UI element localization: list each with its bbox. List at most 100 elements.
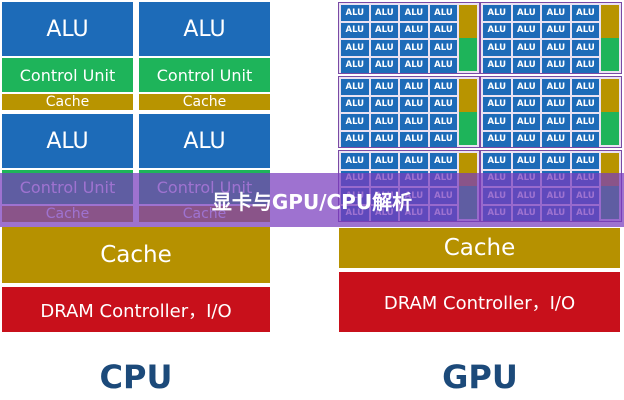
gpu-alu: ALU — [429, 22, 458, 38]
gpu-alu: ALU — [512, 153, 541, 169]
gpu-alu: ALU — [571, 96, 600, 112]
gpu-alu: ALU — [341, 57, 369, 73]
gpu-sm-control — [601, 79, 619, 145]
cpu-core-1: ALU Control Unit Cache — [2, 2, 133, 110]
cpu-title: CPU — [99, 358, 173, 396]
gpu-sm-control — [459, 79, 477, 145]
gpu-alu: ALU — [571, 5, 600, 21]
gpu-alu: ALU — [370, 40, 399, 56]
gpu-alu: ALU — [571, 57, 600, 73]
gpu-alu: ALU — [341, 131, 369, 147]
gpu-alu: ALU — [542, 79, 570, 95]
gpu-alu: ALU — [483, 96, 511, 112]
gpu-alu: ALU — [542, 22, 570, 38]
title-overlay-banner: 显卡与GPU/CPU解析 — [0, 173, 624, 227]
gpu-alu: ALU — [429, 40, 458, 56]
gpu-alu: ALU — [341, 114, 369, 130]
gpu-alu: ALU — [483, 114, 511, 130]
gpu-alu: ALU — [400, 96, 428, 112]
gpu-alu: ALU — [542, 96, 570, 112]
gpu-alu: ALU — [400, 57, 428, 73]
gpu-alu: ALU — [571, 114, 600, 130]
gpu-alu: ALU — [370, 79, 399, 95]
cpu-core-alu: ALU — [139, 2, 270, 56]
gpu-shared-cache: Cache — [339, 228, 620, 268]
gpu-alu: ALU — [341, 96, 369, 112]
gpu-sm-control-unit — [459, 112, 477, 145]
gpu-dram-controller: DRAM Controller，I/O — [339, 272, 620, 332]
gpu-sm-control-unit — [459, 38, 477, 71]
gpu-alu: ALU — [341, 5, 369, 21]
gpu-alu: ALU — [429, 114, 458, 130]
gpu-alu: ALU — [400, 131, 428, 147]
gpu-alu: ALU — [483, 40, 511, 56]
cpu-shared-cache: Cache — [2, 227, 270, 283]
gpu-alu: ALU — [341, 40, 369, 56]
gpu-alu: ALU — [512, 40, 541, 56]
gpu-alu: ALU — [370, 5, 399, 21]
gpu-alu: ALU — [571, 40, 600, 56]
cpu-core-alu: ALU — [2, 114, 133, 168]
gpu-alu: ALU — [512, 131, 541, 147]
cpu-dram-controller: DRAM Controller，I/O — [2, 287, 270, 332]
cpu-core-cache: Cache — [139, 94, 270, 110]
gpu-alu: ALU — [429, 131, 458, 147]
cpu-core-control-unit: Control Unit — [2, 58, 133, 92]
gpu-alu: ALU — [429, 153, 458, 169]
gpu-alu: ALU — [483, 153, 511, 169]
gpu-alu: ALU — [483, 5, 511, 21]
gpu-alu: ALU — [571, 131, 600, 147]
gpu-alu: ALU — [400, 22, 428, 38]
gpu-alu: ALU — [512, 22, 541, 38]
gpu-alu: ALU — [400, 114, 428, 130]
cpu-core-2: ALU Control Unit Cache — [139, 2, 270, 110]
gpu-alu: ALU — [512, 5, 541, 21]
gpu-alu: ALU — [341, 79, 369, 95]
gpu-alu: ALU — [571, 79, 600, 95]
cpu-core-cache: Cache — [2, 94, 133, 110]
gpu-alu: ALU — [512, 79, 541, 95]
cpu-core-alu: ALU — [139, 114, 270, 168]
gpu-alu: ALU — [370, 57, 399, 73]
gpu-sm-control — [459, 5, 477, 71]
gpu-alu: ALU — [429, 79, 458, 95]
gpu-alu: ALU — [400, 5, 428, 21]
overlay-title: 显卡与GPU/CPU解析 — [211, 189, 413, 214]
gpu-sm-cache — [601, 5, 619, 38]
gpu-alu: ALU — [542, 153, 570, 169]
gpu-alu: ALU — [400, 153, 428, 169]
gpu-sm-control-unit — [601, 38, 619, 71]
gpu-alu: ALU — [341, 22, 369, 38]
gpu-alu: ALU — [429, 96, 458, 112]
gpu-alu: ALU — [429, 5, 458, 21]
gpu-alu: ALU — [370, 114, 399, 130]
gpu-alu: ALU — [483, 131, 511, 147]
gpu-alu: ALU — [483, 57, 511, 73]
gpu-alu: ALU — [542, 5, 570, 21]
gpu-alu: ALU — [512, 114, 541, 130]
gpu-sm-cache — [459, 5, 477, 38]
gpu-alu: ALU — [542, 131, 570, 147]
gpu-alu: ALU — [370, 22, 399, 38]
gpu-sm-control — [601, 5, 619, 71]
gpu-alu: ALU — [542, 40, 570, 56]
gpu-alu: ALU — [571, 22, 600, 38]
gpu-alu: ALU — [512, 57, 541, 73]
cpu-core-control-unit: Control Unit — [139, 58, 270, 92]
gpu-alu: ALU — [429, 57, 458, 73]
gpu-title: GPU — [442, 358, 518, 396]
gpu-alu: ALU — [370, 131, 399, 147]
gpu-sm-cache — [459, 79, 477, 112]
gpu-alu: ALU — [542, 57, 570, 73]
gpu-alu: ALU — [370, 96, 399, 112]
gpu-alu: ALU — [400, 79, 428, 95]
gpu-alu: ALU — [483, 22, 511, 38]
gpu-alu: ALU — [542, 114, 570, 130]
